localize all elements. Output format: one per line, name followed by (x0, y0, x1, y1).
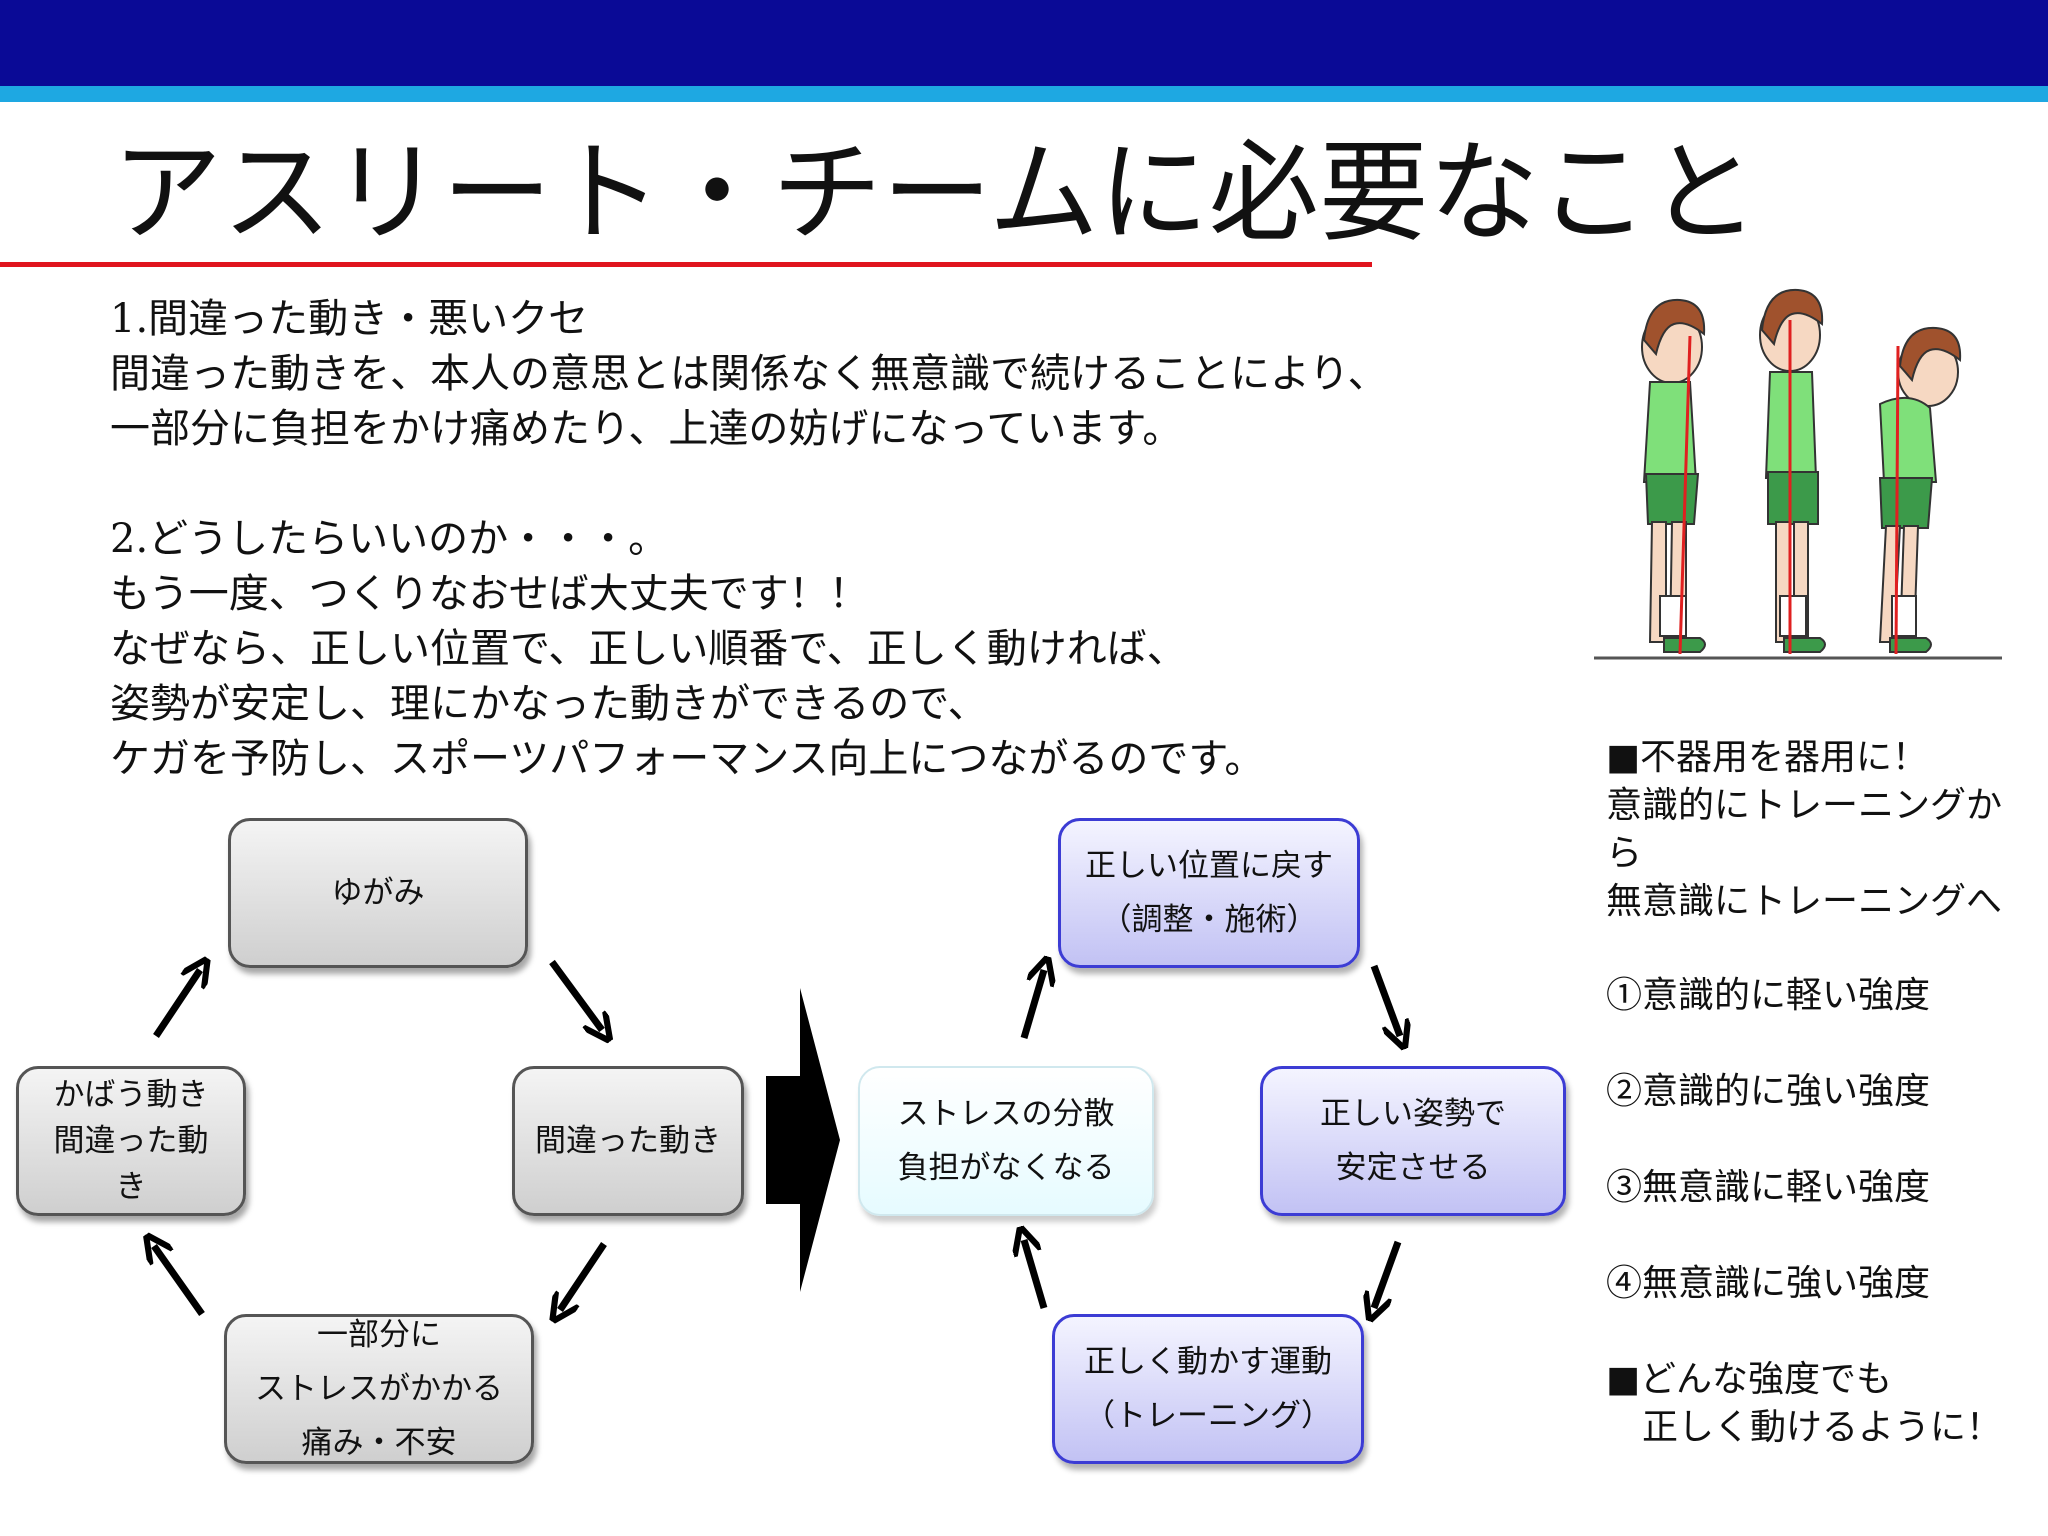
title-underline (0, 262, 1372, 267)
paragraph-line: 2.どうしたらいいのか・・・。 (110, 516, 669, 562)
cycle-box-wrong-movement: 間違った動き (512, 1066, 744, 1216)
figure-slouching (1878, 326, 1962, 655)
side-note-line: ■どんな強度でも (1606, 1359, 1893, 1400)
figure-leaning-back (1641, 298, 1706, 655)
cycle-box-training: 正しく動かす運動 （トレーニング） (1052, 1314, 1364, 1464)
side-note-line: 意識的にトレーニングか (1606, 785, 2003, 826)
side-note-block-1: ■不器用を器用に！ 意識的にトレーニングか ら 無意識にトレーニングへ (1606, 734, 2002, 926)
side-note-step-4: ④無意識に強い強度 (1606, 1263, 1931, 1304)
page-title: アスリート・チームに必要なこと (112, 129, 1759, 257)
cycle-box-stress-dispersed: ストレスの分散 負担がなくなる (858, 1066, 1154, 1216)
side-note-step-2: ②意識的に強い強度 (1606, 1071, 1931, 1112)
paragraph-line: なぜなら、正しい位置で、正しい順番で、正しく動ければ、 (110, 626, 1187, 672)
paragraph-1: 1.間違った動き・悪いクセ 間違った動きを、本人の意思とは関係なく無意識で続ける… (110, 292, 1388, 457)
paragraph-line: 姿勢が安定し、理にかなった動きができるので、 (110, 681, 988, 727)
arrow-down-right (549, 959, 602, 1030)
arrow-up-right (153, 970, 200, 1038)
arrow-up-right (1020, 970, 1044, 1039)
cycle-box-restore-position: 正しい位置に戻す （調整・施術） (1058, 818, 1360, 968)
arrow-up-left (1024, 1240, 1048, 1309)
paragraph-line: ケガを予防し、スポーツパフォーマンス向上につながるのです。 (110, 736, 1265, 782)
header-band (0, 0, 2048, 86)
arrow-down-right (1370, 964, 1400, 1036)
cycle-box-compensating-movement: かばう動き 間違った動 き (16, 1066, 246, 1216)
side-note-line: 無意識にトレーニングへ (1606, 881, 2003, 922)
transition-arrow (766, 988, 840, 1292)
side-note-step-3: ③無意識に軽い強度 (1606, 1167, 1931, 1208)
paragraph-line: 1.間違った動き・悪いクセ (110, 296, 589, 342)
figure-upright (1759, 288, 1826, 654)
side-note-step-1: ①意識的に軽い強度 (1606, 975, 1931, 1016)
arrow-down-left (1374, 1240, 1402, 1308)
side-note-line: ら (1606, 833, 1643, 874)
side-note-line: ■不器用を器用に！ (1606, 737, 1929, 778)
side-note-line: 正しく動けるように！ (1606, 1407, 2003, 1448)
arrow-up-left (154, 1246, 205, 1317)
paragraph-line: 間違った動きを、本人の意思とは関係なく無意識で続けることにより、 (110, 351, 1388, 397)
arrow-down-left (560, 1242, 607, 1310)
cycle-box-stress-pain: 一部分に ストレスがかかる 痛み・不安 (224, 1314, 534, 1464)
side-note-block-2: ■どんな強度でも 正しく動けるように！ (1606, 1356, 2002, 1452)
paragraph-2: 2.どうしたらいいのか・・・。 もう一度、つくりなおせば大丈夫です！！ なぜなら… (110, 512, 1264, 787)
cycle-box-distortion: ゆがみ (228, 818, 528, 968)
paragraph-line: 一部分に負担をかけ痛めたり、上達の妨げになっています。 (110, 406, 1183, 452)
paragraph-line: もう一度、つくりなおせば大丈夫です！！ (110, 571, 869, 617)
cycle-box-stabilize-posture: 正しい姿勢で 安定させる (1260, 1066, 1566, 1216)
header-stripe (0, 86, 2048, 102)
